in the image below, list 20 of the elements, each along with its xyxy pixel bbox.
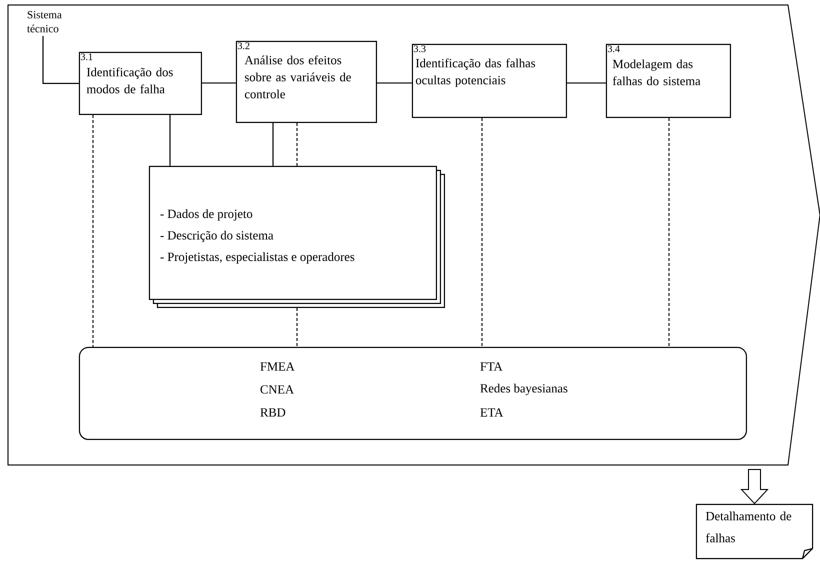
connector-line xyxy=(272,123,274,166)
methods-box: FMEA CNEA RBD FTA Redes bayesianas ETA xyxy=(78,346,747,440)
connector-line xyxy=(567,82,606,84)
connector-line xyxy=(296,308,298,348)
connector-line xyxy=(668,118,670,348)
connector-line xyxy=(92,114,94,348)
connector-line xyxy=(296,122,298,166)
process-box: 3.4 Modelagem das falhas do sistema xyxy=(606,44,731,118)
connector-line xyxy=(42,36,79,84)
block-arrow xyxy=(740,469,769,504)
connector-line xyxy=(377,82,412,84)
process-arrow-band xyxy=(8,4,820,466)
connector-line xyxy=(169,115,171,166)
document-stack: - Dados de projeto - Descrição do sistema - Projetistas, especialistas e operadores xyxy=(148,166,445,308)
process-box: 3.3 Identificação das falhas ocultas potenciais xyxy=(412,44,567,118)
input-label: Sistema técnico xyxy=(27,11,62,32)
document-box: Detalhamento de falhas xyxy=(696,504,814,560)
process-box: 3.1 Identificação dos modos de falha xyxy=(78,52,202,115)
connector-line xyxy=(202,82,236,84)
process-box: 3.2 Análise dos efeitos sobre as variáveis de controle xyxy=(236,40,377,123)
